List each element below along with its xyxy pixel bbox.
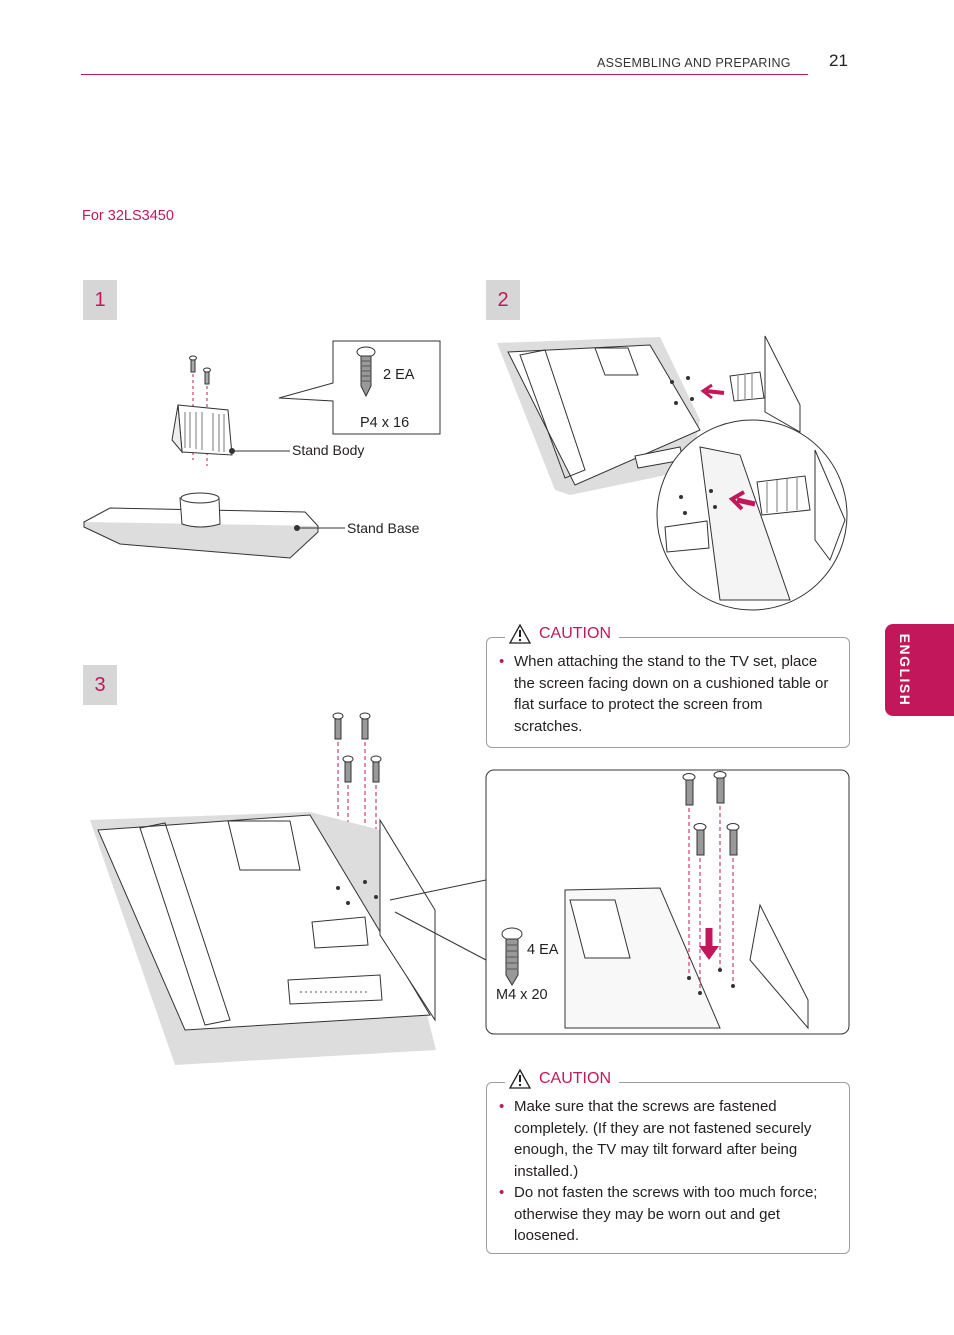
stand-body-drawing (171, 404, 233, 456)
screw-icon (356, 346, 376, 398)
model-note: For 32LS3450 (82, 208, 174, 224)
step-3-screw-spec: M4 x 20 (496, 987, 548, 1003)
caution-item: When attaching the stand to the TV set, … (499, 651, 829, 737)
caution-list-2: Make sure that the screws are fastened c… (499, 1096, 829, 1247)
stand-body-label: Stand Body (292, 442, 365, 458)
screw-icon (332, 712, 382, 783)
step-3-number: 3 (83, 665, 117, 705)
language-tab[interactable]: ENGLISH (885, 624, 954, 716)
caution-header: CAUTION (505, 1068, 619, 1089)
stand-base-drawing (82, 492, 319, 559)
stand-base-label: Stand Base (347, 520, 420, 536)
caution-header: CAUTION (505, 623, 619, 644)
section-title: ASSEMBLING AND PREPARING (597, 56, 791, 70)
step-1-number: 1 (83, 280, 117, 320)
warning-icon (508, 623, 532, 644)
screw-icon (189, 355, 211, 385)
step-3-screw-qty: 4 EA (527, 942, 559, 958)
caution-box-2: CAUTION Make sure that the screws are fa… (486, 1068, 850, 1254)
caution-box-1: CAUTION When attaching the stand to the … (486, 623, 850, 748)
page-number: 21 (829, 51, 848, 70)
stand-body-drawing (756, 475, 811, 516)
caution-title: CAUTION (539, 625, 611, 642)
header-rule (81, 74, 808, 75)
caution-item: Make sure that the screws are fastened c… (499, 1096, 829, 1182)
warning-icon (508, 1068, 532, 1089)
caution-title: CAUTION (539, 1070, 611, 1087)
step-1-screw-spec: P4 x 16 (360, 415, 410, 431)
step-1-screw-qty: 2 EA (383, 367, 415, 383)
screw-icon (682, 771, 740, 856)
screw-icon (501, 927, 523, 986)
step-2-number: 2 (486, 280, 520, 320)
caution-list-1: When attaching the stand to the TV set, … (499, 651, 829, 737)
stand-body-drawing (729, 371, 765, 402)
caution-item: Do not fasten the screws with too much f… (499, 1182, 829, 1247)
